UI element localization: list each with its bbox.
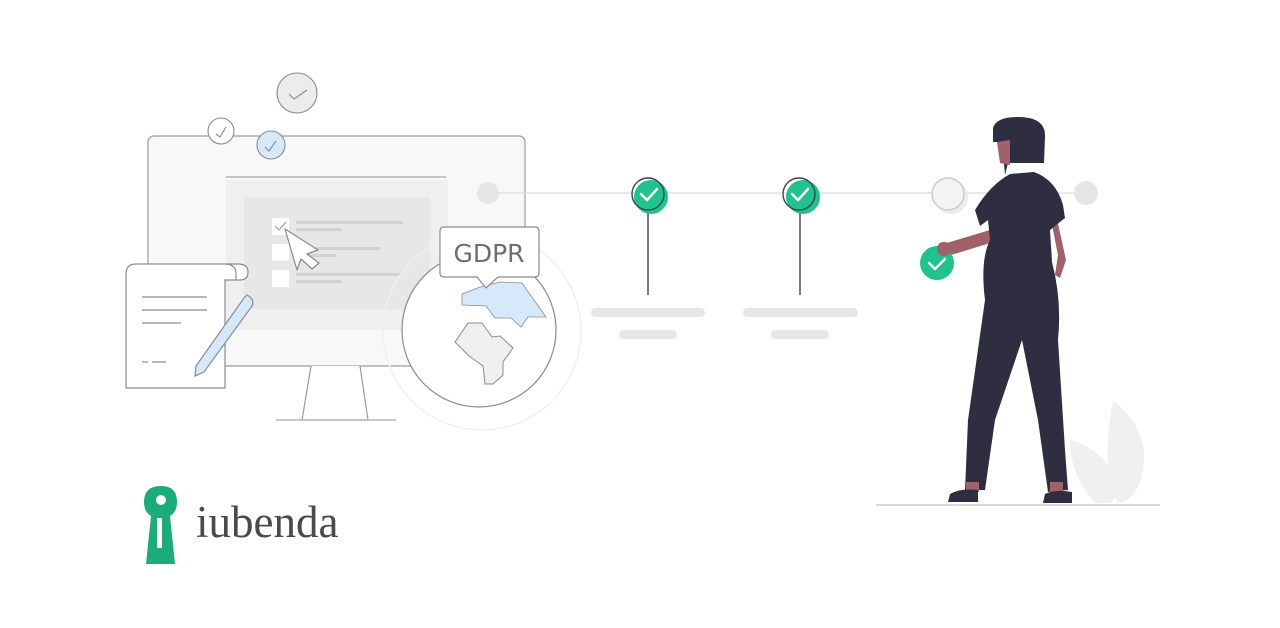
person-illustration <box>920 117 1072 503</box>
gdpr-label: GDPR <box>453 239 524 268</box>
gdpr-badge: GDPR <box>439 226 540 289</box>
checkbox-checked <box>272 218 289 235</box>
cursor-icon <box>284 228 320 271</box>
check-icon <box>790 187 810 202</box>
check-icon <box>639 187 659 202</box>
plant-illustration <box>1070 400 1145 503</box>
progress-timeline <box>477 177 1098 339</box>
floating-checks <box>207 72 318 160</box>
checkbox <box>272 270 289 287</box>
timeline-step-pending <box>477 182 499 204</box>
document-illustration <box>125 263 254 389</box>
form-list <box>272 218 403 287</box>
checkbox <box>272 244 289 261</box>
keyhole-icon <box>144 486 177 564</box>
globe-illustration <box>382 231 582 431</box>
brand-name: iubenda <box>196 497 339 547</box>
pen-icon <box>194 294 254 377</box>
brand-logo <box>142 486 362 566</box>
